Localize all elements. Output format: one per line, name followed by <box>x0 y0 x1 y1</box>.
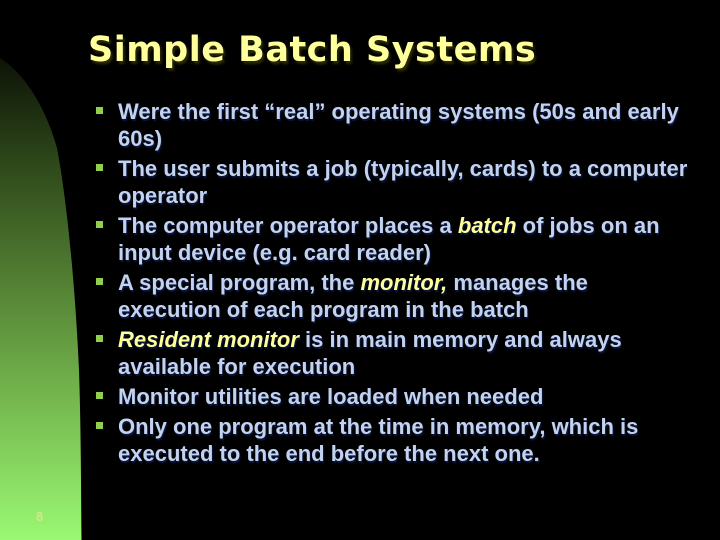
page-number: 8 <box>36 509 44 524</box>
bullet-item: The computer operator places a batch of … <box>96 212 696 266</box>
bullet-text: Resident monitor is in main memory and a… <box>118 327 622 379</box>
bullet-item: Only one program at the time in memory, … <box>96 413 696 467</box>
bullet-text: The computer operator places a batch of … <box>118 213 660 265</box>
bullet-text: Were the first “real” operating systems … <box>118 99 679 151</box>
bullet-list: Were the first “real” operating systems … <box>96 98 696 470</box>
bullet-item: The user submits a job (typically, cards… <box>96 155 696 209</box>
bullet-text: The user submits a job (typically, cards… <box>118 156 688 208</box>
bullet-item: A special program, the monitor, manages … <box>96 269 696 323</box>
bullet-square-icon <box>96 392 103 399</box>
bullet-item: Resident monitor is in main memory and a… <box>96 326 696 380</box>
bullet-text: Only one program at the time in memory, … <box>118 414 639 466</box>
bullet-square-icon <box>96 278 103 285</box>
slide-title: Simple Batch Systems <box>88 30 537 70</box>
bullet-text: A special program, the monitor, manages … <box>118 270 588 322</box>
bullet-item: Were the first “real” operating systems … <box>96 98 696 152</box>
bullet-square-icon <box>96 422 103 429</box>
bullet-text: Monitor utilities are loaded when needed <box>118 384 544 409</box>
bullet-square-icon <box>96 164 103 171</box>
green-crescent-decoration <box>0 58 82 540</box>
bullet-square-icon <box>96 221 103 228</box>
bullet-square-icon <box>96 107 103 114</box>
bullet-item: Monitor utilities are loaded when needed <box>96 383 696 410</box>
bullet-square-icon <box>96 335 103 342</box>
